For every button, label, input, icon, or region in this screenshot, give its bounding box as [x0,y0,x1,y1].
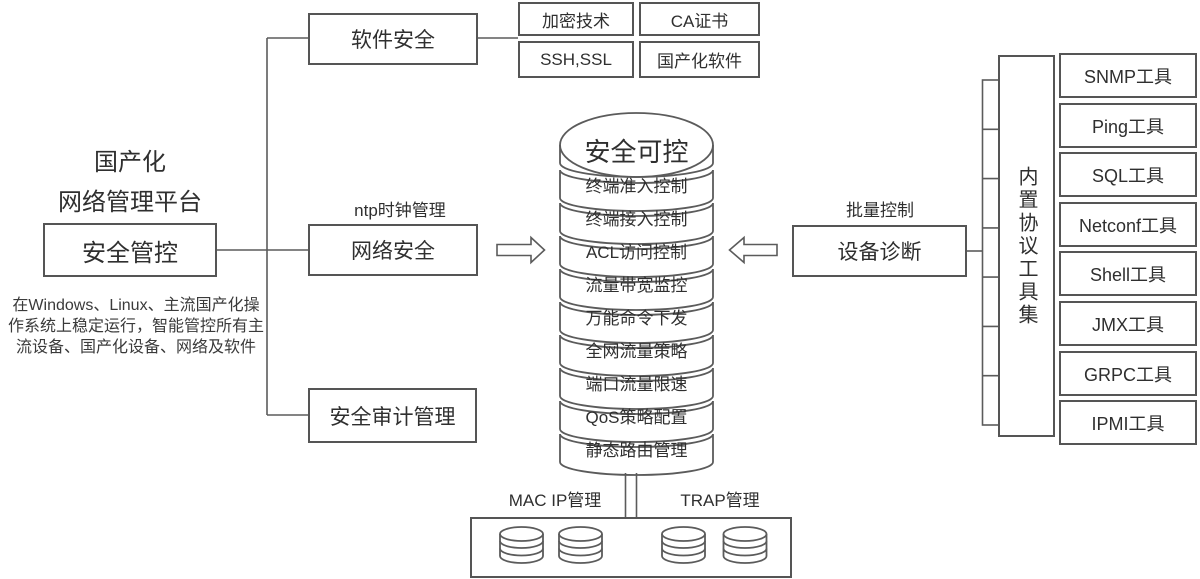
database-icon [661,526,706,564]
left-tree-connectors [217,37,518,416]
security-control-box: 安全管控 [43,223,217,277]
batch-control-label: 批量控制 [846,201,914,220]
tool-grpc: GRPC工具 [1059,351,1197,396]
stack-layer: 流量带宽监控 [585,276,688,295]
tool-jmx: JMX工具 [1059,301,1197,346]
arrow-right-icon [496,235,546,265]
software-item-domestic-software: 国产化软件 [639,41,760,78]
device-diagnosis-box: 设备诊断 [792,225,967,277]
database-icon [722,526,768,564]
stack-layer: 全网流量策略 [585,342,688,361]
mac-ip-label: MAC IP管理 [508,491,602,510]
platform-description-line1: 在Windows、Linux、主流国产化操 [12,297,260,314]
trap-label: TRAP管理 [680,491,760,510]
arrow-left-icon [728,235,778,265]
database-icon [499,526,544,564]
tool-shell: Shell工具 [1059,251,1197,296]
platform-description-line2: 作系统上稳定运行，智能管控所有主 [7,318,264,335]
tool-ipmi: IPMI工具 [1059,400,1197,445]
stack-title: 安全可控 [584,137,689,167]
database-cylinder-icons [499,526,768,564]
security-audit-box: 安全审计管理 [308,388,477,443]
tool-ping: Ping工具 [1059,103,1197,148]
software-security-box: 软件安全 [308,13,478,65]
stack-layer: 万能命令下发 [585,309,688,328]
software-item-encryption: 加密技术 [518,2,634,36]
capability-stack-shape [559,112,714,476]
platform-description-line3: 流设备、国产化设备、网络及软件 [15,339,256,356]
storage-box [470,517,792,578]
platform-title-line2: 网络管理平台 [58,189,202,216]
segmented-strip [981,79,1000,426]
platform-title-line1: 国产化 [94,149,166,176]
stack-layer: ACL访问控制 [585,243,688,262]
software-item-ca-cert: CA证书 [639,2,760,36]
stack-layer: QoS策略配置 [585,408,688,427]
network-security-box: 网络安全 [308,224,478,276]
tool-sql: SQL工具 [1059,152,1197,197]
stack-bottom-connector [624,473,638,517]
stack-layer: 终端准入控制 [585,177,688,196]
stack-layer: 终端接入控制 [585,210,688,229]
database-icon [558,526,603,564]
tool-netconf: Netconf工具 [1059,202,1197,247]
stack-layer: 静态路由管理 [585,441,688,460]
tool-snmp: SNMP工具 [1059,53,1197,98]
protocol-toolset-label: 内置协议工具集 [998,55,1055,437]
ntp-clock-label: ntp时钟管理 [354,201,446,220]
stack-layer: 端口流量限速 [585,375,688,394]
software-item-ssh-ssl: SSH,SSL [518,41,634,78]
